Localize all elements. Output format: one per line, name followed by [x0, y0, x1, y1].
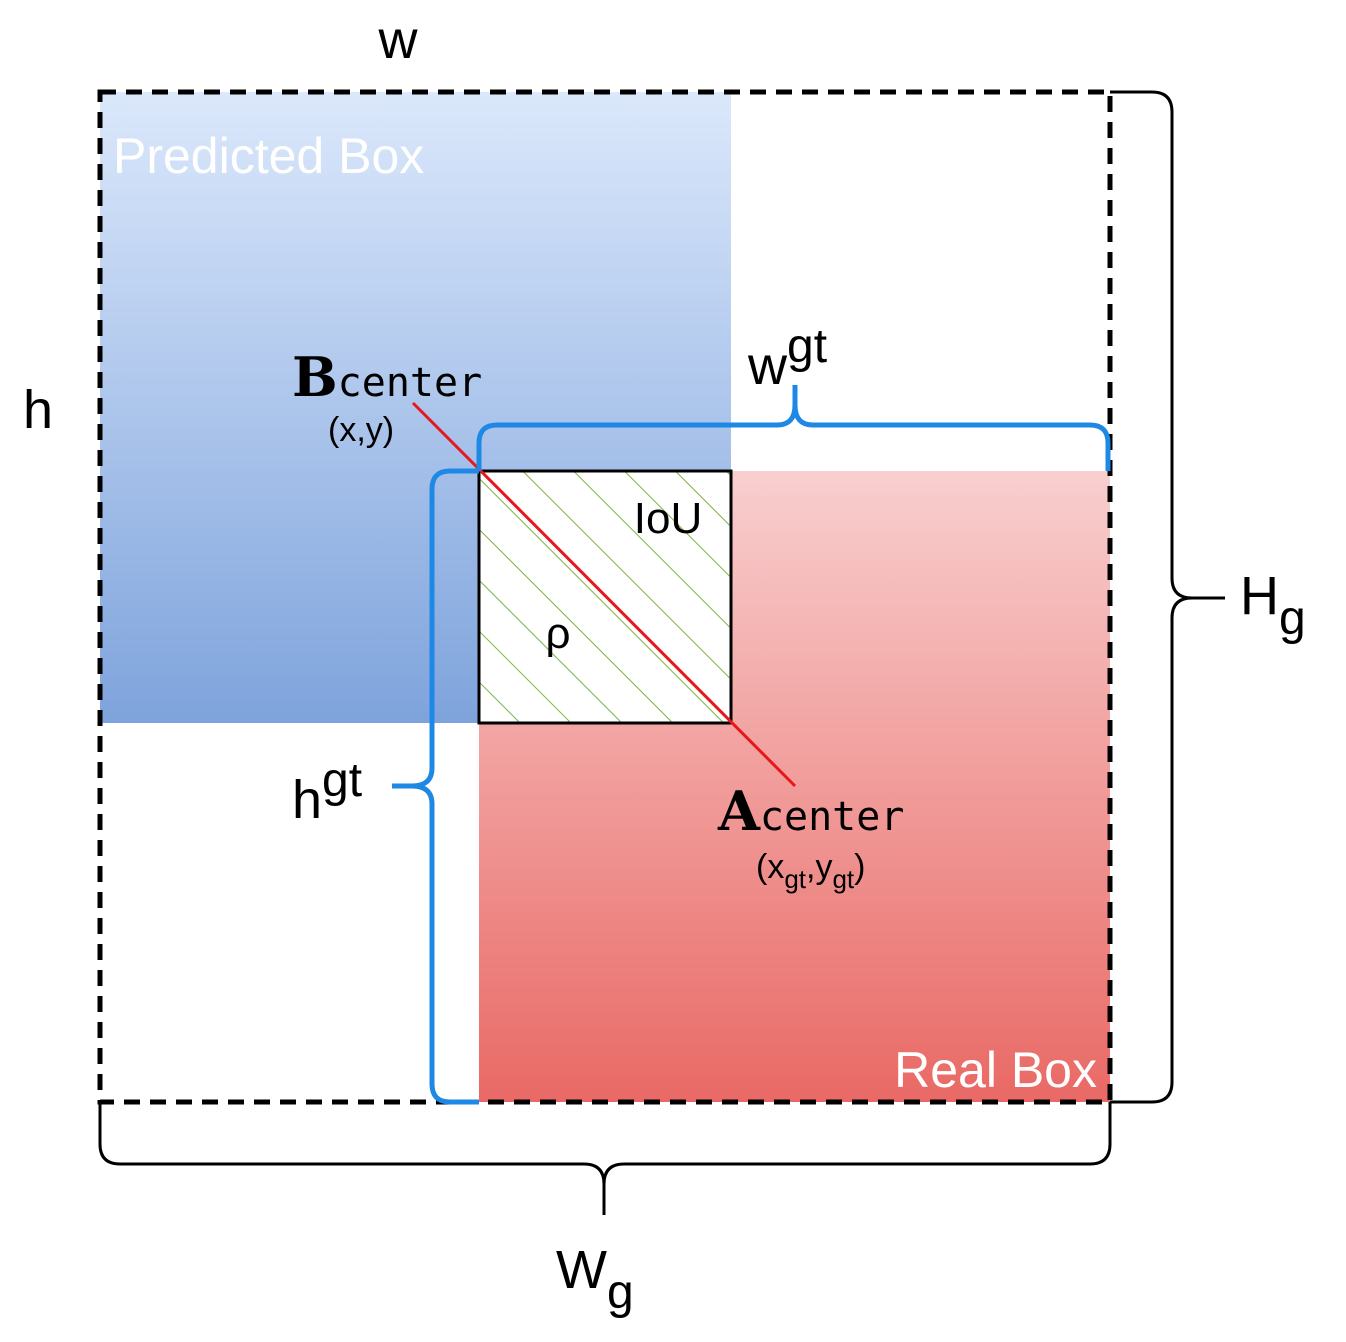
label-W-g: Wg — [556, 1240, 634, 1319]
label-iou: IoU — [634, 494, 702, 543]
label-a-center: Acenter — [717, 779, 904, 843]
label-w: w — [378, 10, 419, 70]
label-a-coord: (xgt,ygt) — [756, 848, 865, 894]
label-predicted-box: Predicted Box — [113, 128, 424, 184]
w-gt-bracket — [476, 385, 1111, 471]
enclosing-box — [97, 89, 1113, 1105]
label-h-gt: hgt — [292, 754, 362, 830]
label-real-box: Real Box — [894, 1042, 1097, 1098]
label-H-g: Hg — [1240, 566, 1306, 645]
H-g-bracket — [1110, 90, 1225, 1104]
label-b-center: Bcenter — [292, 345, 482, 409]
label-rho: ρ — [545, 609, 570, 658]
W-g-bracket — [98, 1102, 1112, 1215]
label-h: h — [23, 380, 53, 440]
h-gt-bracket — [392, 468, 479, 1105]
label-w-gt: wgt — [747, 320, 827, 396]
label-b-coord: (x,y) — [328, 411, 394, 449]
